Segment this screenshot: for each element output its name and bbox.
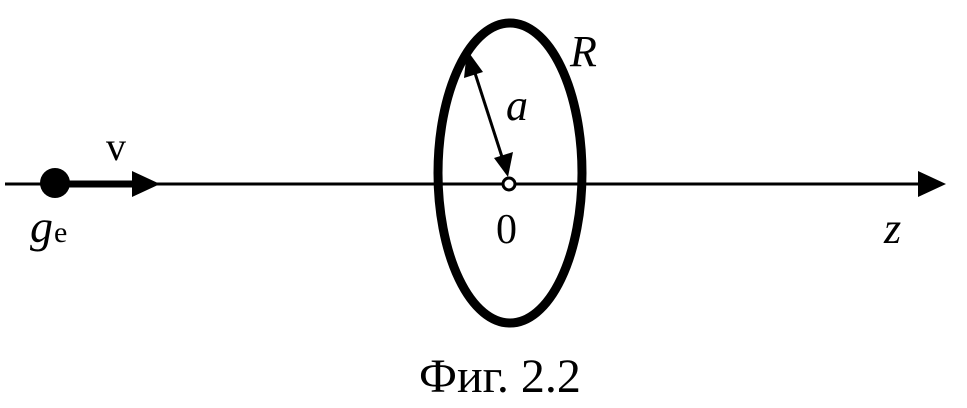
figure-caption: Фиг. 2.2 xyxy=(419,350,581,403)
radius-arrow-head-center xyxy=(494,152,513,177)
origin-label: 0 xyxy=(496,207,517,253)
charge-particle xyxy=(40,168,70,198)
ring-label: R xyxy=(569,27,597,76)
velocity-arrow-head xyxy=(132,171,160,197)
radius-arrow xyxy=(464,50,513,177)
origin-point xyxy=(501,176,517,192)
radius-label: a xyxy=(506,81,528,130)
charge-particle-group xyxy=(40,168,160,198)
radius-arrow-head-outer xyxy=(464,50,483,78)
charge-label: ge xyxy=(30,201,67,252)
ring xyxy=(433,18,587,328)
charge-subscript: e xyxy=(54,216,67,249)
axis-label: z xyxy=(883,204,901,253)
charge-symbol: g xyxy=(30,201,53,252)
velocity-label: v xyxy=(106,124,126,169)
z-axis-arrowhead xyxy=(918,171,946,197)
radius-arrow-shaft xyxy=(472,69,505,161)
